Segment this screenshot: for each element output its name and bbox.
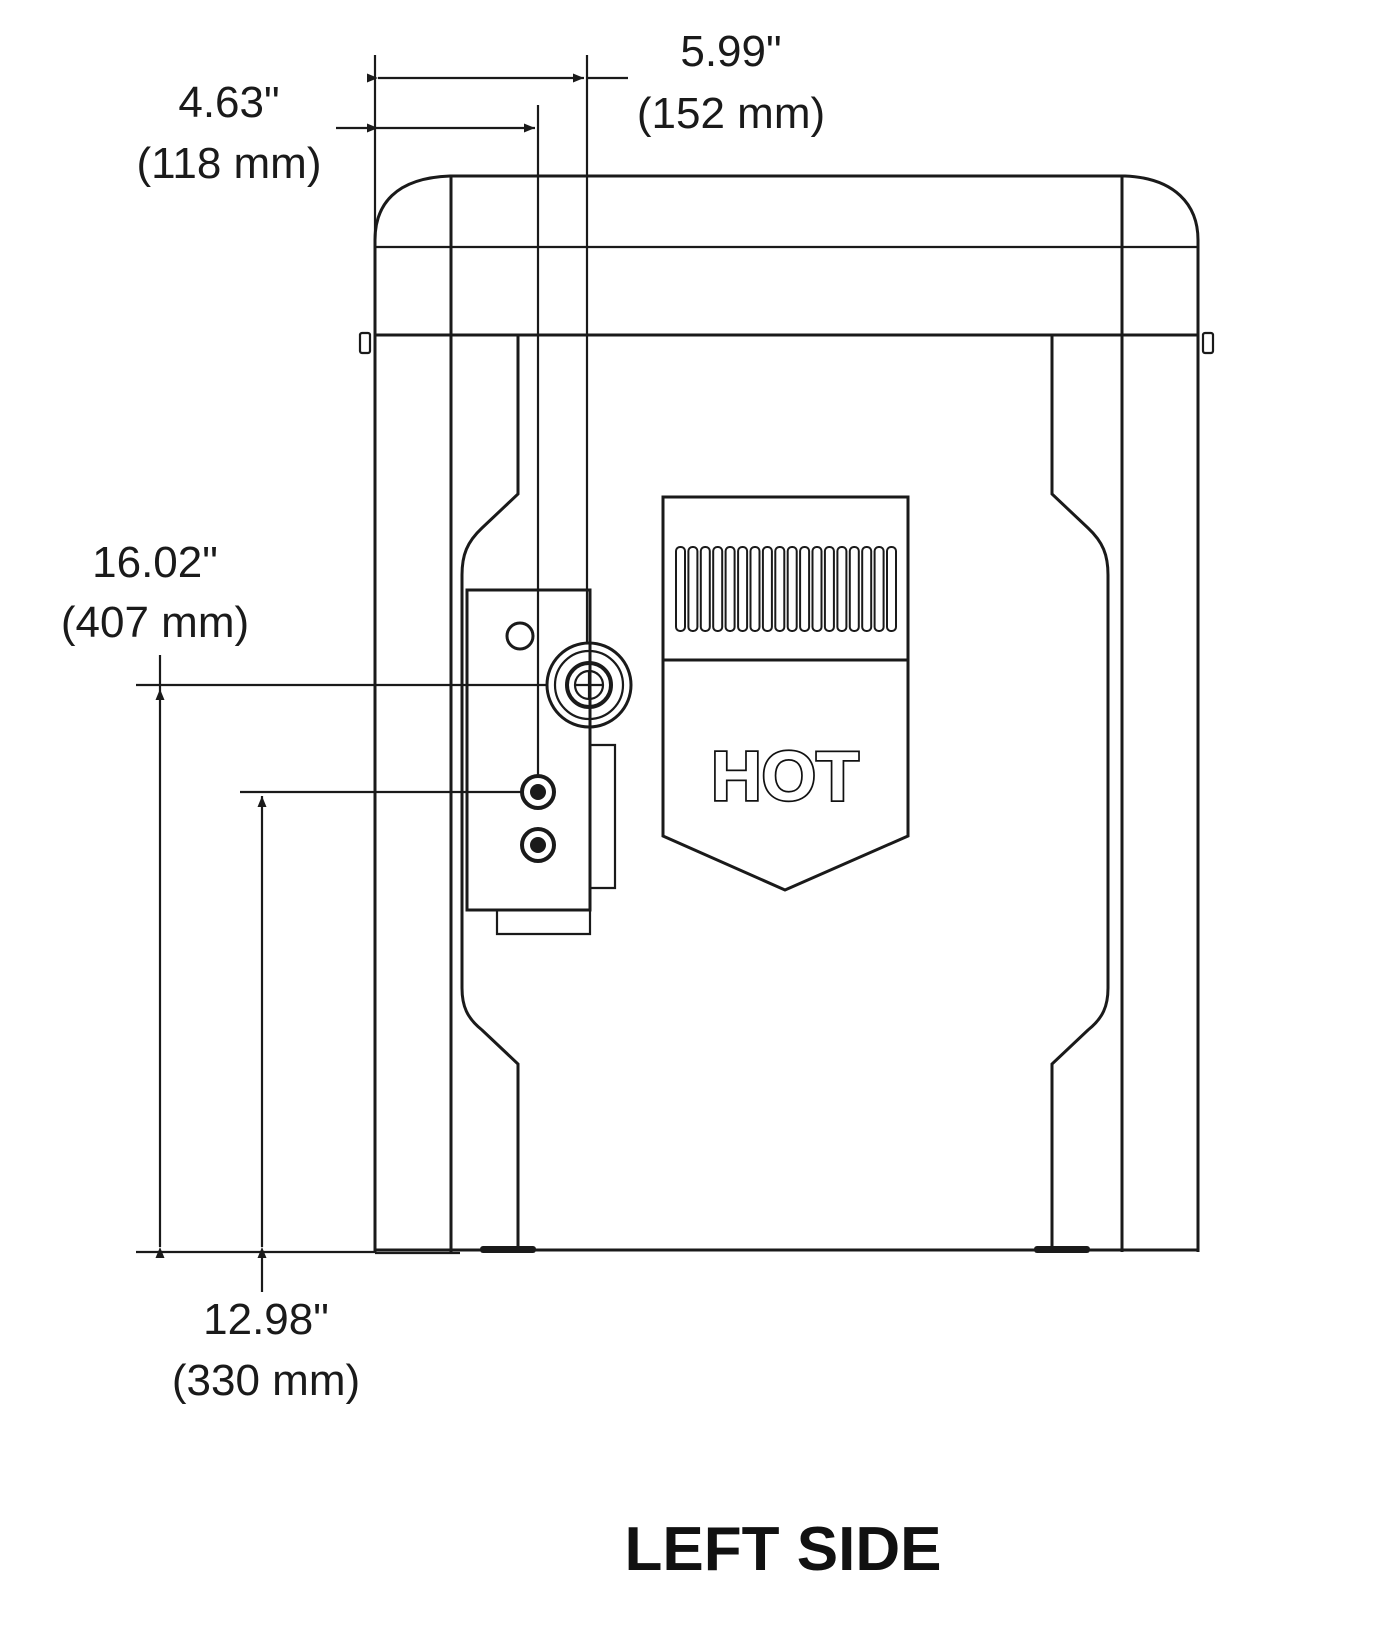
badge-outline	[661, 495, 910, 892]
dim-463-inches: 4.63"	[178, 78, 279, 127]
dim-1602-mm: (407 mm)	[61, 598, 249, 647]
foot-left	[480, 1246, 536, 1253]
dim-1298-mm: (330 mm)	[172, 1356, 360, 1405]
dim-463-mm: (118 mm)	[137, 139, 322, 188]
connection-bracket	[495, 910, 592, 936]
vent-slot	[687, 546, 699, 632]
vent-slot	[873, 546, 885, 632]
vent-slot	[836, 546, 848, 632]
vent-slot	[749, 546, 761, 632]
warning-badge: HOT	[661, 495, 910, 892]
dim-1298-inches: 12.98"	[203, 1295, 329, 1344]
gas-inlet-fitting	[545, 641, 633, 729]
lid-pin-right	[1201, 331, 1215, 355]
heater-body	[358, 174, 1215, 1255]
dimension-labels: 5.99" (152 mm) 4.63" (118 mm) 16.02" (40…	[61, 27, 825, 1405]
vent-slot	[737, 546, 749, 632]
vent-slot	[724, 546, 736, 632]
foot-right	[1034, 1246, 1090, 1253]
mounting-hole	[505, 621, 535, 651]
connection-plate	[465, 588, 592, 912]
panel-contour-right	[1050, 335, 1110, 1248]
dim-1602-inches: 16.02"	[92, 538, 218, 587]
vent-slots	[675, 546, 897, 632]
vent-slot	[699, 546, 711, 632]
dim-599-inches: 5.99"	[680, 27, 781, 76]
vent-slot	[886, 546, 897, 632]
panel-contour-left	[460, 335, 520, 1248]
water-fitting-upper	[520, 774, 556, 810]
vent-slot	[823, 546, 835, 632]
badge-hot-text: HOT	[711, 737, 859, 815]
vent-slot	[675, 546, 686, 632]
lid-pin-left	[358, 331, 372, 355]
vent-slot	[712, 546, 724, 632]
vent-slot	[811, 546, 823, 632]
water-fitting-lower	[520, 827, 556, 863]
view-label: LEFT SIDE	[625, 1515, 942, 1584]
connection-tab	[590, 743, 617, 890]
vent-slot	[861, 546, 873, 632]
connection-block	[465, 588, 633, 936]
vent-slot	[799, 546, 811, 632]
vent-slot	[848, 546, 860, 632]
vent-slot	[786, 546, 798, 632]
lid-outline	[373, 174, 1200, 337]
dimension-lines	[136, 55, 628, 1292]
dim-599-mm: (152 mm)	[637, 89, 825, 138]
vent-slot	[761, 546, 773, 632]
vent-slot	[774, 546, 786, 632]
